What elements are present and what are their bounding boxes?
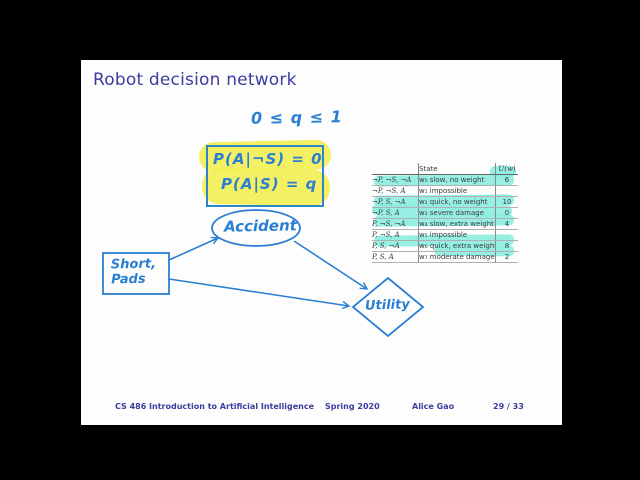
assignment-header — [372, 163, 419, 175]
utility-node-diamond — [351, 276, 425, 338]
edge-accident-to-utility — [293, 240, 367, 289]
utility-header: U(w) — [495, 163, 518, 175]
footer-term: Spring 2020 — [325, 402, 380, 411]
edge-decision-to-utility — [168, 278, 349, 306]
chance-node-ellipse — [211, 209, 301, 247]
decision-node-label-line2: Pads — [111, 271, 146, 288]
decision-network-drawing — [102, 209, 425, 338]
decision-node-label-line1: Short, — [110, 256, 157, 273]
formula-line-2: P(A|S) = q — [221, 175, 318, 193]
formula-line-1: P(A|¬S) = 0 — [213, 150, 323, 168]
table-header-row: State U(w) — [372, 163, 518, 175]
decision-node-rect — [102, 252, 170, 295]
utility-node-label: Utility — [364, 297, 411, 314]
state-header: State — [418, 163, 496, 175]
footer-course: CS 486 Introduction to Artificial Intell… — [115, 402, 315, 411]
chance-node-label: Accident — [223, 216, 297, 236]
page-title: Robot decision network — [93, 70, 297, 90]
edge-decision-to-accident — [168, 238, 218, 261]
presentation-slide: Robot decision network 0 ≤ q ≤ 1 P(A|¬S)… — [81, 60, 562, 425]
footer-page-number: 29 / 33 — [493, 402, 524, 411]
footer-author: Alice Gao — [412, 402, 455, 411]
probability-box — [206, 145, 324, 207]
decision-node-label: Short, Pads — [111, 257, 157, 288]
